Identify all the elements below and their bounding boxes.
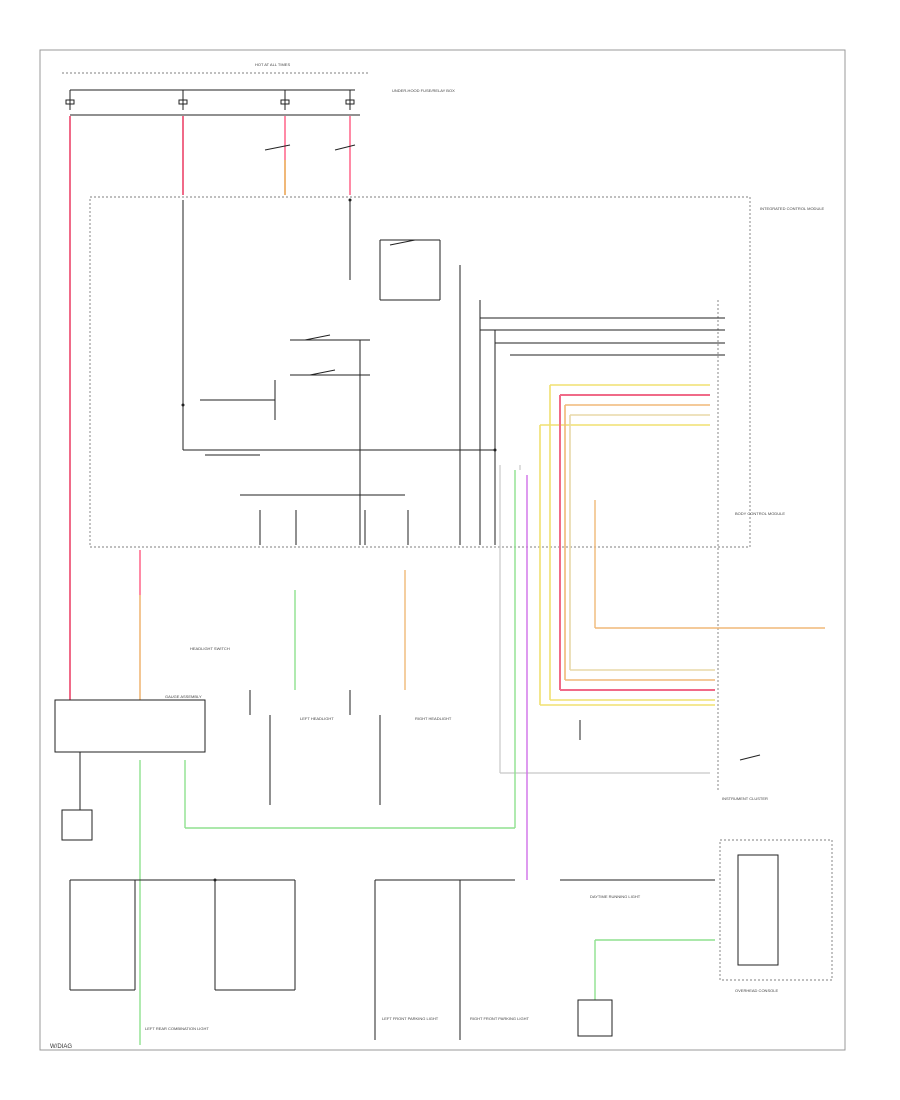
- signal-bundle: [539, 384, 825, 740]
- overhead-label: OVERHEAD CONSOLE: [735, 988, 778, 993]
- daytime-relay-label: DAYTIME RUNNING LIGHT: [590, 894, 641, 899]
- rear-lamp-row: LEFT REAR COMBINATION LIGHT: [69, 878, 296, 1031]
- switch-symbols: [264, 144, 761, 761]
- left-headlight-label: LEFT HEADLIGHT: [300, 716, 334, 721]
- right-front-parking-label: RIGHT FRONT PARKING LIGHT: [470, 1016, 529, 1021]
- integrated-control-module: INTEGRATED CONTROL MODULE: [89, 196, 825, 548]
- fuse-box-label: UNDER-HOOD FUSE/RELAY BOX: [392, 88, 455, 93]
- body-control-module: BODY CONTROL MODULE: [708, 300, 785, 790]
- left-front-parking-label: LEFT FRONT PARKING LIGHT: [382, 1016, 439, 1021]
- footer-label: W/DIAG: [50, 1044, 72, 1050]
- relay-block-label: INTEGRATED CONTROL MODULE: [760, 206, 825, 211]
- fuse-row: [65, 99, 355, 105]
- top-bus-label: HOT AT ALL TIMES: [255, 62, 290, 67]
- cluster-label: INSTRUMENT CLUSTER: [722, 796, 768, 801]
- feed-wires: [69, 116, 351, 700]
- left-rear-label: LEFT REAR COMBINATION LIGHT: [145, 1026, 209, 1031]
- right-headlight-label: RIGHT HEADLIGHT: [415, 716, 452, 721]
- headlight-switch-label: HEADLIGHT SWITCH: [190, 646, 230, 651]
- diagram-frame: [39, 49, 846, 1051]
- body-control-label: BODY CONTROL MODULE: [735, 511, 785, 516]
- gauge-module-label: GAUGE ASSEMBLY: [165, 694, 202, 699]
- front-parking-row: LEFT FRONT PARKING LIGHT RIGHT FRONT PAR…: [374, 879, 529, 1040]
- lower-branches: [139, 470, 516, 1045]
- overhead-console: DAYTIME RUNNING LIGHT OVERHEAD CONSOLE: [560, 839, 833, 1037]
- gauge-module: GAUGE ASSEMBLY: [54, 694, 206, 841]
- top-power-bus: HOT AT ALL TIMES UNDER-HOOD FUSE/RELAY B…: [62, 62, 455, 116]
- gray-wire: [499, 465, 710, 774]
